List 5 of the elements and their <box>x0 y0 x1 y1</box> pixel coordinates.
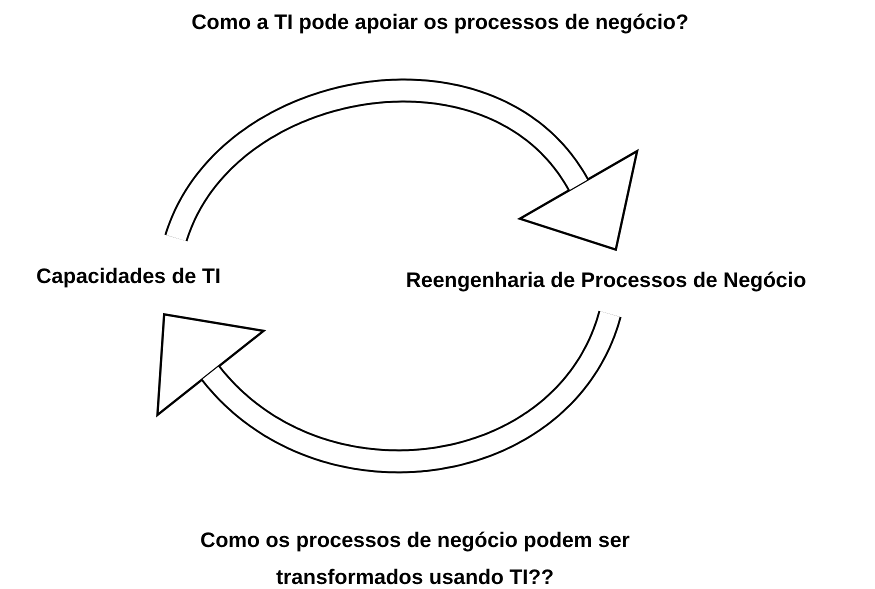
question-text: Como a TI pode apoiar os processos de negócio? <box>190 10 690 36</box>
node-label: Capacidades de TI <box>36 265 221 289</box>
question-text: Como os processos de negócio podem ser transformados usando TI?? <box>199 528 631 589</box>
curved-arrow <box>164 78 638 251</box>
node-label: Reengenharia de Processos de Negócio <box>406 269 806 293</box>
